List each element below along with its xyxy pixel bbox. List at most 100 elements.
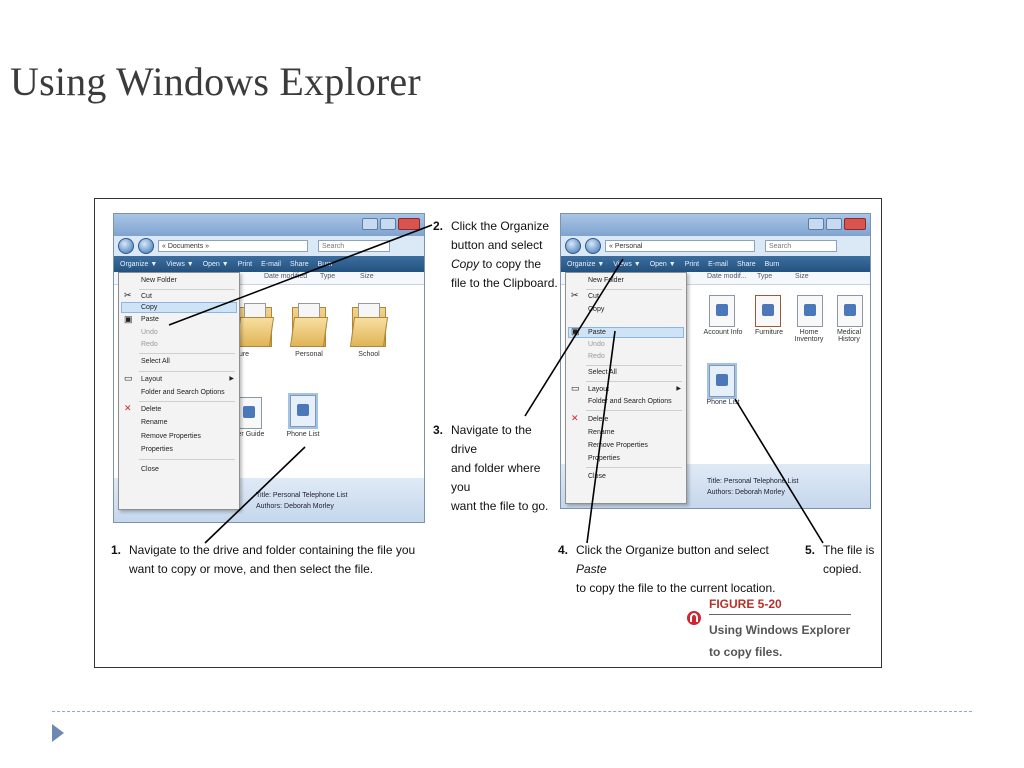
details-authors: Authors: Deborah Morley xyxy=(256,503,334,510)
organize-button[interactable]: Organize ▼ xyxy=(567,260,605,268)
menu-item-delete[interactable]: Delete xyxy=(588,416,609,423)
menu-item-undo[interactable]: Undo xyxy=(141,329,158,336)
layout-icon: ▭ xyxy=(124,373,133,383)
burn-button[interactable]: Burn xyxy=(764,260,780,268)
back-icon[interactable] xyxy=(565,238,581,254)
header-type[interactable]: Type xyxy=(757,273,773,280)
menu-item-copy[interactable]: Copy xyxy=(141,304,158,311)
paste-icon: ▣ xyxy=(124,314,133,324)
menu-highlight xyxy=(121,302,237,313)
forward-icon[interactable] xyxy=(138,238,154,254)
footer-divider xyxy=(52,711,972,712)
delete-icon: ✕ xyxy=(124,403,132,413)
menu-item-new-folder[interactable]: New Folder xyxy=(141,277,177,284)
folder-icon[interactable] xyxy=(289,303,329,347)
file-label: ure xyxy=(238,351,250,358)
document-icon[interactable] xyxy=(236,397,262,429)
publisher-logo-icon xyxy=(687,611,701,625)
print-button[interactable]: Print xyxy=(237,260,253,268)
address-path[interactable]: « Documents » xyxy=(158,240,308,252)
menu-separator xyxy=(139,401,235,402)
title-bar xyxy=(561,214,870,236)
organize-button[interactable]: Organize ▼ xyxy=(120,260,158,268)
folder-icon[interactable] xyxy=(349,303,389,347)
document-icon[interactable] xyxy=(797,295,823,327)
menu-item-copy[interactable]: Copy xyxy=(588,306,605,313)
burn-button[interactable]: Burn xyxy=(317,260,333,268)
open-button[interactable]: Open ▼ xyxy=(649,260,676,268)
menu-item-folder-options[interactable]: Folder and Search Options xyxy=(141,389,225,396)
views-button[interactable]: Views ▼ xyxy=(613,260,641,268)
close-icon[interactable] xyxy=(844,218,866,230)
menu-item-rename[interactable]: Rename xyxy=(588,429,615,436)
search-input[interactable]: Search xyxy=(318,240,390,252)
forward-icon[interactable] xyxy=(585,238,601,254)
bullet-arrow-icon xyxy=(52,724,64,742)
menu-item-delete[interactable]: Delete xyxy=(141,406,162,413)
address-path[interactable]: « Personal xyxy=(605,240,755,252)
menu-separator xyxy=(586,381,682,382)
file-label: Phone List xyxy=(706,399,740,406)
file-label: ter Guide xyxy=(235,431,265,438)
menu-item-redo[interactable]: Redo xyxy=(141,341,158,348)
menu-item-properties[interactable]: Properties xyxy=(588,455,620,462)
views-button[interactable]: Views ▼ xyxy=(166,260,194,268)
callout-step-3: 3. Navigate to the drive and folder wher… xyxy=(433,423,549,513)
menu-item-redo[interactable]: Redo xyxy=(588,353,605,360)
share-button[interactable]: Share xyxy=(289,260,309,268)
open-button[interactable]: Open ▼ xyxy=(202,260,229,268)
menu-item-folder-options[interactable]: Folder and Search Options xyxy=(588,398,672,405)
email-button[interactable]: E-mail xyxy=(708,260,728,268)
submenu-arrow-icon: ▶ xyxy=(676,386,681,392)
submenu-arrow-icon: ▶ xyxy=(229,376,234,382)
header-date-modified[interactable]: Date modified xyxy=(264,273,308,280)
menu-item-paste[interactable]: Paste xyxy=(141,316,159,323)
menu-separator xyxy=(139,459,235,460)
header-size[interactable]: Size xyxy=(360,273,374,280)
document-icon[interactable] xyxy=(755,295,781,327)
menu-item-remove-properties[interactable]: Remove Properties xyxy=(141,433,201,440)
print-button[interactable]: Print xyxy=(684,260,700,268)
file-label: Home Inventory xyxy=(794,329,824,343)
share-button[interactable]: Share xyxy=(736,260,756,268)
minimize-icon[interactable] xyxy=(808,218,824,230)
search-input[interactable]: Search xyxy=(765,240,837,252)
file-label: Account Info xyxy=(703,329,743,336)
maximize-icon[interactable] xyxy=(826,218,842,230)
header-date-modified[interactable]: Date modif... xyxy=(707,273,747,280)
minimize-icon[interactable] xyxy=(362,218,378,230)
header-size[interactable]: Size xyxy=(795,273,809,280)
email-button[interactable]: E-mail xyxy=(261,260,281,268)
menu-item-paste[interactable]: Paste xyxy=(588,329,606,336)
menu-item-rename[interactable]: Rename xyxy=(141,419,168,426)
file-label: Phone List xyxy=(286,431,320,438)
callout-step-5: 5. The file is copied. xyxy=(805,543,875,576)
menu-item-close[interactable]: Close xyxy=(141,466,159,473)
header-type[interactable]: Type xyxy=(320,273,336,280)
menu-item-select-all[interactable]: Select All xyxy=(588,369,617,376)
menu-highlight xyxy=(568,327,684,338)
maximize-icon[interactable] xyxy=(380,218,396,230)
menu-item-new-folder[interactable]: New Folder xyxy=(588,277,624,284)
menu-item-remove-properties[interactable]: Remove Properties xyxy=(588,442,648,449)
folder-icon[interactable] xyxy=(235,303,275,347)
title-bar xyxy=(114,214,424,236)
menu-item-cut[interactable]: Cut xyxy=(588,293,599,300)
close-icon[interactable] xyxy=(398,218,420,230)
menu-separator xyxy=(586,365,682,366)
caption-rule xyxy=(709,614,851,615)
back-icon[interactable] xyxy=(118,238,134,254)
delete-icon: ✕ xyxy=(571,413,579,423)
document-icon[interactable] xyxy=(709,295,735,327)
document-icon[interactable] xyxy=(837,295,863,327)
menu-item-properties[interactable]: Properties xyxy=(141,446,173,453)
menu-item-select-all[interactable]: Select All xyxy=(141,358,170,365)
phone-list-document-icon[interactable] xyxy=(288,393,318,429)
menu-item-layout[interactable]: Layout xyxy=(141,376,163,383)
phone-list-document-icon[interactable] xyxy=(707,363,737,399)
slide-title: Using Windows Explorer xyxy=(10,59,421,104)
menu-item-undo[interactable]: Undo xyxy=(588,341,605,348)
menu-item-layout[interactable]: Layout xyxy=(588,386,610,393)
menu-item-cut[interactable]: Cut xyxy=(141,293,152,300)
menu-item-close[interactable]: Close xyxy=(588,473,606,480)
